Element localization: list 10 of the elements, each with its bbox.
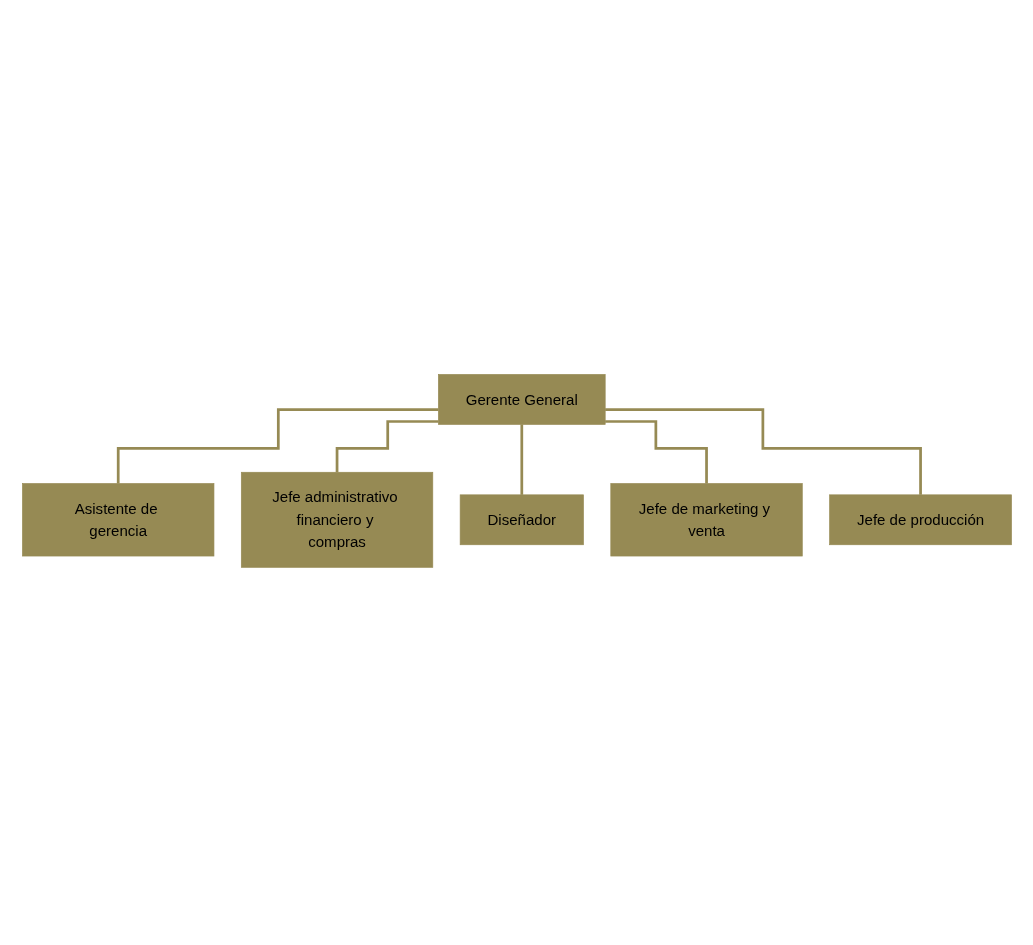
connector (116, 407, 438, 485)
node-box: Gerente General (437, 373, 606, 425)
node-box: Jefe administrativo financiero y compras (240, 471, 433, 568)
node-box: Jefe de producción (828, 494, 1012, 545)
connector (519, 422, 523, 496)
node-box: Asistente de gerencia (21, 482, 214, 556)
node-box: Jefe de marketing y venta (609, 482, 803, 556)
connector (604, 407, 922, 496)
connector (604, 419, 708, 485)
node-box: Diseñador (459, 494, 584, 545)
